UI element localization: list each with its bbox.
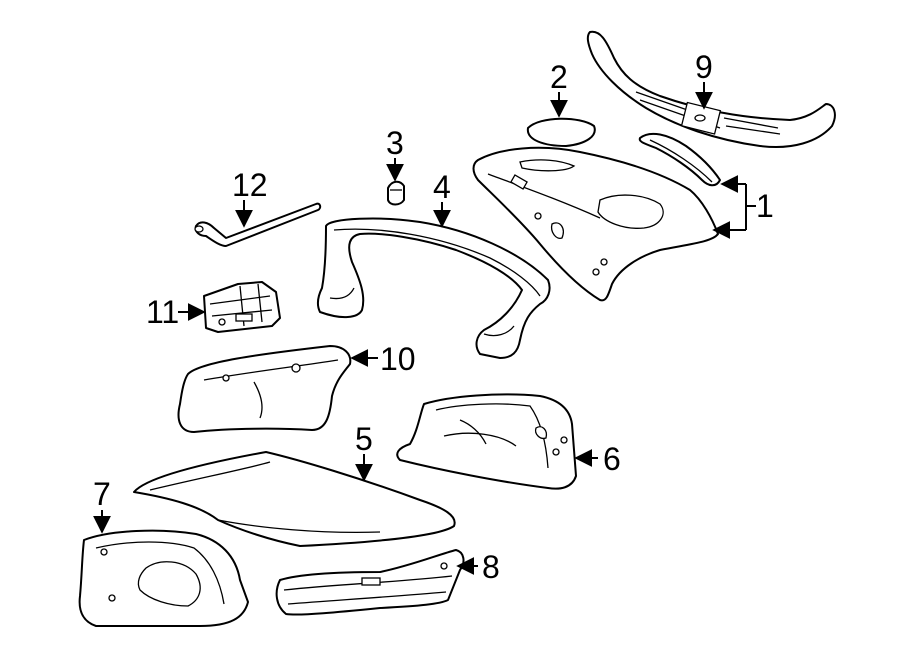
callout-11: 11 [146, 294, 179, 330]
part-6-side-trim [396, 393, 577, 490]
leader-lines [93, 82, 756, 575]
callout-12: 12 [232, 167, 268, 203]
part-2-cap [526, 117, 596, 147]
part-3-clip [387, 180, 405, 206]
callout-6: 6 [603, 441, 621, 477]
part-1-package-tray [472, 146, 719, 302]
callout-10: 10 [380, 341, 416, 377]
callout-9: 9 [695, 49, 713, 85]
callout-5: 5 [355, 421, 373, 457]
callout-7: 7 [93, 476, 111, 512]
part-10-trim-panel [177, 345, 352, 433]
callout-2: 2 [550, 59, 568, 95]
part-1-vent-strip [638, 132, 721, 187]
part-11-jack [203, 281, 281, 333]
part-5-floor-mat [133, 451, 456, 547]
callout-labels: 1 2 3 4 5 6 7 8 9 10 11 12 [93, 49, 774, 585]
callout-4: 4 [433, 169, 451, 205]
callout-1: 1 [756, 188, 774, 224]
part-4-window-frame [316, 217, 551, 359]
part-12-jack-handle [194, 202, 322, 247]
callout-3: 3 [386, 125, 404, 161]
part-7-side-trim-left [78, 529, 249, 628]
callout-8: 8 [482, 549, 500, 585]
part-9-rear-support-bar [586, 30, 836, 148]
part-8-sill-trim [275, 549, 465, 616]
